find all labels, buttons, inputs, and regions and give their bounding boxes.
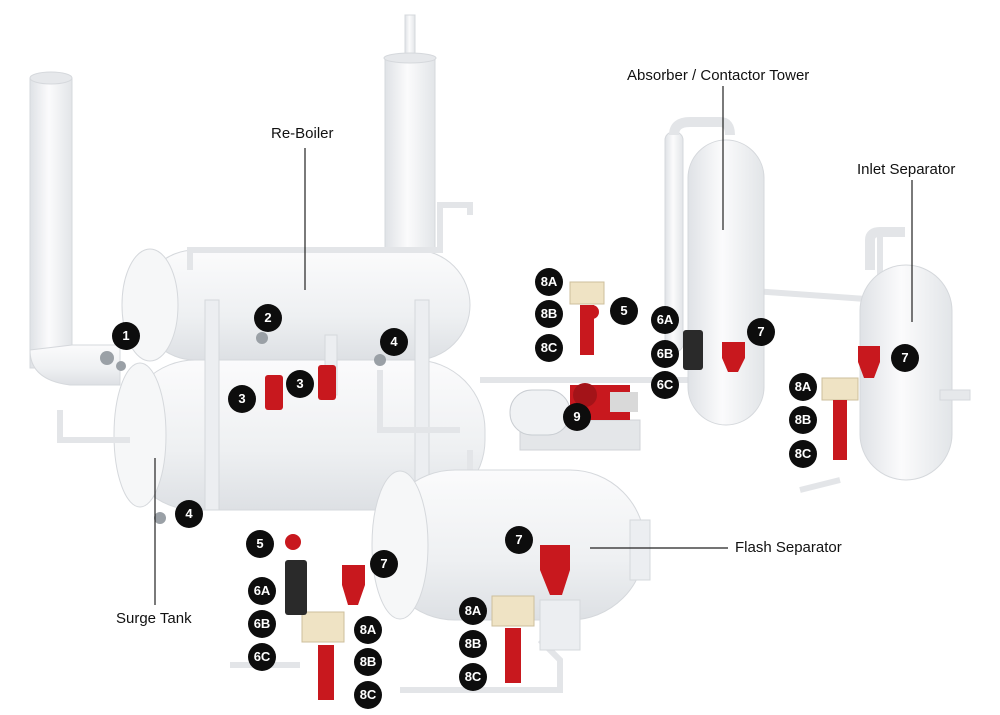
badge-8c: 8C — [789, 440, 817, 468]
label-absorber-tower: Absorber / Contactor Tower — [627, 67, 810, 84]
label-flash-separator: Flash Separator — [735, 539, 842, 556]
badge-5: 5 — [246, 530, 274, 558]
badge-8a: 8A — [789, 373, 817, 401]
badge-6a: 6A — [651, 306, 679, 334]
badge-8b: 8B — [789, 406, 817, 434]
label-inlet-separator: Inlet Separator — [857, 161, 956, 178]
badge-9: 9 — [563, 403, 591, 431]
badge-8a: 8A — [459, 597, 487, 625]
badge-8b: 8B — [459, 630, 487, 658]
badge-8c: 8C — [354, 681, 382, 709]
badge-7: 7 — [505, 526, 533, 554]
black-actuators — [285, 330, 703, 615]
badge-7: 7 — [747, 318, 775, 346]
badge-2: 2 — [254, 304, 282, 332]
badge-1: 1 — [112, 322, 140, 350]
badge-5: 5 — [610, 297, 638, 325]
badge-6c: 6C — [651, 371, 679, 399]
badge-4: 4 — [175, 500, 203, 528]
badge-8b: 8B — [354, 648, 382, 676]
badge-6a: 6A — [248, 577, 276, 605]
badge-4: 4 — [380, 328, 408, 356]
exhaust-stack-left — [29, 71, 121, 386]
badge-3: 3 — [228, 385, 256, 413]
label-re-boiler: Re-Boiler — [271, 125, 334, 142]
inlet-separator-vessel — [859, 227, 971, 481]
badge-8c: 8C — [459, 663, 487, 691]
badge-7: 7 — [370, 550, 398, 578]
leader-lines — [154, 86, 913, 605]
label-surge-tank: Surge Tank — [116, 610, 192, 627]
badge-8a: 8A — [535, 268, 563, 296]
support-frame — [204, 299, 430, 511]
badge-7: 7 — [891, 344, 919, 372]
badge-6b: 6B — [248, 610, 276, 638]
badge-6c: 6C — [248, 643, 276, 671]
badge-8c: 8C — [535, 334, 563, 362]
red-devices — [265, 342, 880, 605]
gauges — [100, 305, 599, 550]
badge-8a: 8A — [354, 616, 382, 644]
badge-3: 3 — [286, 370, 314, 398]
badge-6b: 6B — [651, 340, 679, 368]
control-valves — [301, 281, 859, 700]
badge-8b: 8B — [535, 300, 563, 328]
exhaust-stack-center — [383, 14, 437, 251]
